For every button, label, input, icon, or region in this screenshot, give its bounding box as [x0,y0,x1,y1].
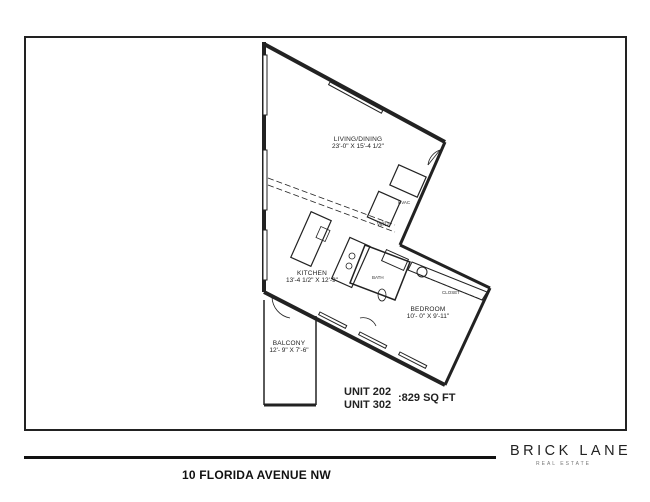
kitchen-name: KITCHEN [297,270,327,277]
unit-302: UNIT 302 [344,399,392,411]
north-wall [263,42,446,144]
south-wall [263,290,446,387]
brand-tagline: REAL ESTATE [536,461,591,467]
living-dining-label: LIVING/DINING 23'-0" X 15'-4 1/2" [318,136,398,151]
entry-door [427,149,441,166]
kitchen-counter [330,236,371,289]
south-window-2 [357,331,388,349]
west-window-3 [262,229,268,281]
unit-202: UNIT 202 [344,386,392,398]
bath-label: BATH [372,275,384,280]
kitchen-label: KITCHEN 13'-4 1/2" X 12'-9" [282,270,342,285]
hvac-label: HVAC [398,200,411,205]
balcony-name: BALCONY [272,340,306,347]
property-address: 10 FLORIDA AVENUE NW [182,468,331,482]
balcony-label: BALCONY 12'- 9" X 7'-6" [262,340,316,355]
bath-room [349,244,411,301]
kitchen-island [289,210,333,268]
west-window-2 [262,149,268,211]
toilet [377,288,387,302]
bathtub [380,248,410,272]
soffit-line-1 [267,177,396,226]
living-dining-name: LIVING/DINING [333,136,383,143]
bedroom-north-wall [399,243,491,290]
wd-closet [366,190,402,228]
east-wall-living [398,141,447,246]
floorplan-frame [24,36,627,431]
bedroom-label: BEDROOM 10'- 0" X 9'-11" [398,306,458,321]
washer [416,266,428,278]
south-window-1 [317,311,348,329]
west-window-1 [262,54,268,116]
soffit-line-2 [267,184,396,233]
brand-logo: BRICK LANE [510,443,632,459]
living-dining-dims: 23'-0" X 15'-4 1/2" [332,143,384,151]
balcony-dims: 12'- 9" X 7'-6" [269,347,309,355]
bedroom-dims: 10'- 0" X 9'-11" [406,313,450,321]
kitchen-dims: 13'-4 1/2" X 12'-9" [286,277,338,285]
wd-label: W/D [377,222,389,228]
footer-rule [24,456,496,459]
square-footage: :829 SQ FT [398,392,456,404]
unit-numbers: UNIT 202 UNIT 302 [344,386,391,412]
bedroom-door [359,317,377,327]
bedroom-name: BEDROOM [410,306,446,313]
north-window [327,81,384,114]
closet-label: CLOSET [442,290,461,295]
kitchen-sink [315,225,331,243]
balcony-door [271,296,291,319]
bedroom-east-wall [443,287,492,386]
south-window-3 [397,351,428,369]
hvac-closet [389,164,427,198]
